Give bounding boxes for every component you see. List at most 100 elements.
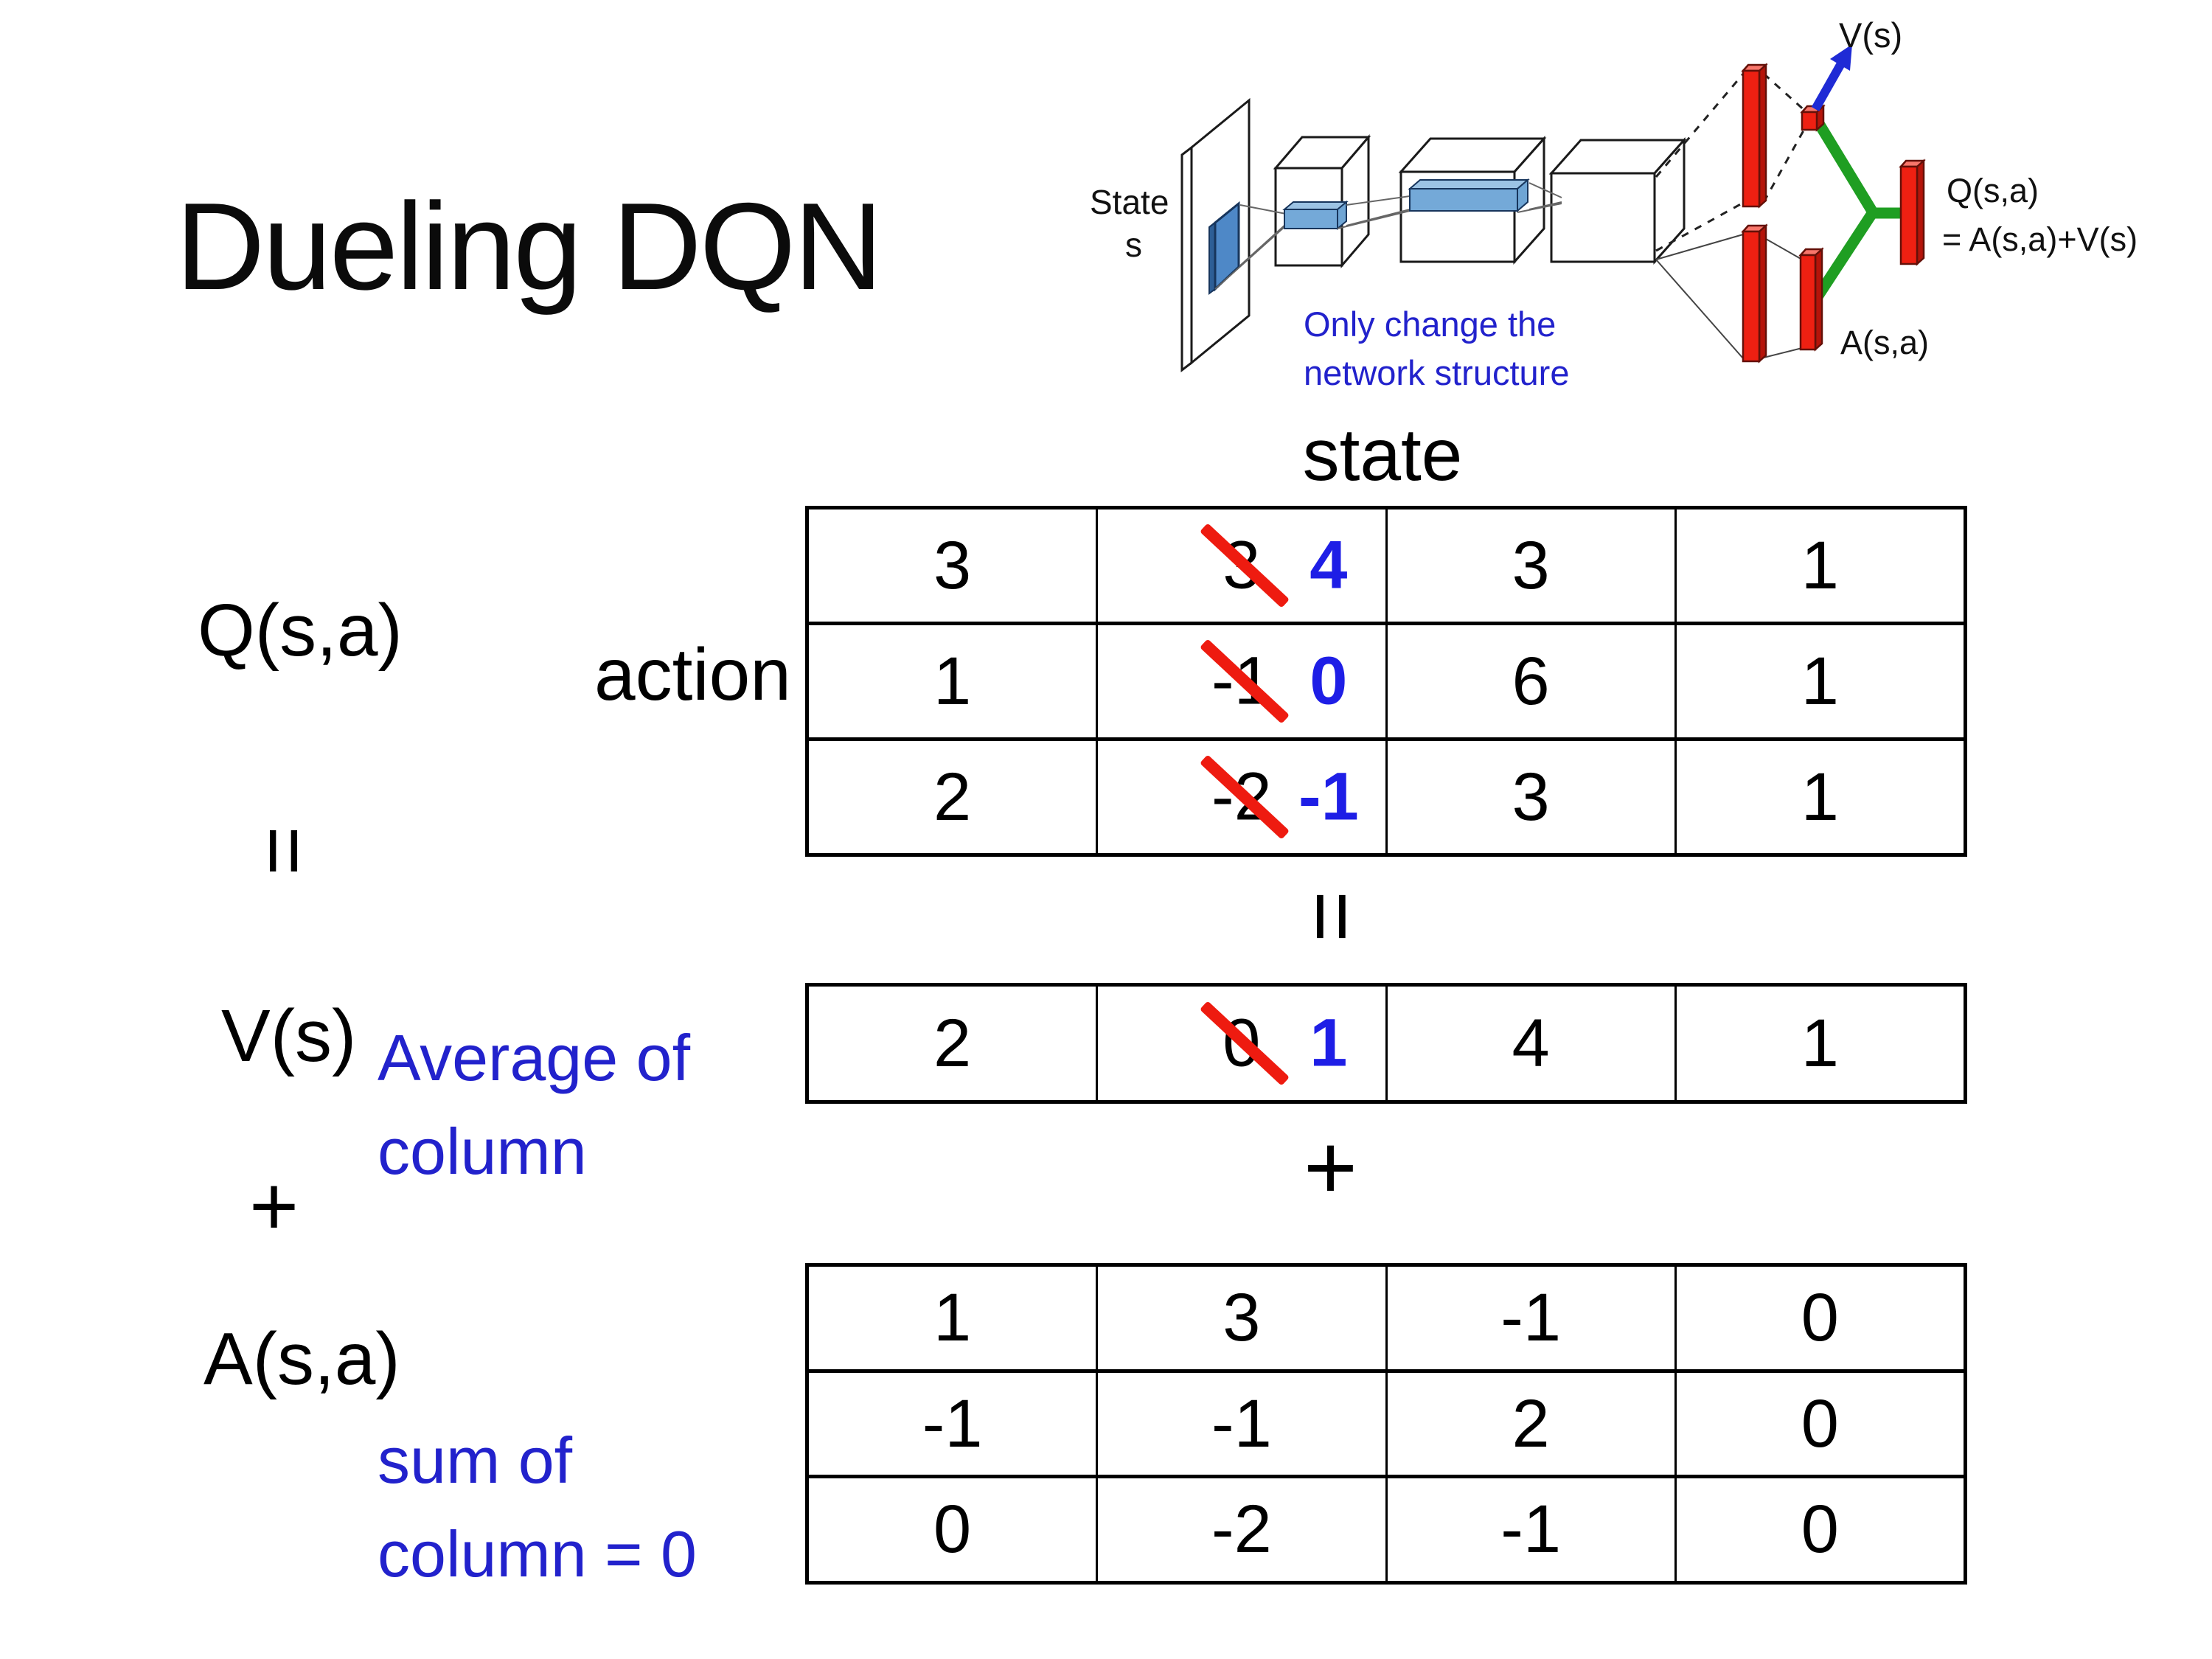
new-value: 0 xyxy=(1310,643,1348,719)
v-row-table: 2 0 1 4 1 xyxy=(805,983,1967,1104)
equals-symbol-left: = xyxy=(237,802,332,900)
average-note-line2: column xyxy=(378,1114,587,1188)
a-table-row: 1 3 -1 0 xyxy=(809,1267,1964,1369)
dashed-link xyxy=(1655,201,1745,252)
a-table-cell: 1 xyxy=(933,1279,972,1355)
diagram-q-output-label-line1: Q(s,a) xyxy=(1947,172,2039,209)
conv-line xyxy=(1337,210,1411,229)
v-arrow-head xyxy=(1830,44,1852,71)
q-table-cell-updated: -2 -1 xyxy=(1096,741,1385,853)
new-value: -1 xyxy=(1298,759,1359,835)
conv-filter2 xyxy=(1409,188,1518,212)
q-matrix-label: Q(s,a) xyxy=(198,589,403,672)
q-table-cell: 6 xyxy=(1385,625,1674,737)
conv-filter1-top xyxy=(1282,201,1349,210)
solid-link xyxy=(1655,234,1744,260)
v-row-cell: 1 xyxy=(1674,987,1964,1100)
conv-line xyxy=(1214,225,1287,290)
fc-bar-value-stream xyxy=(1741,63,1768,209)
dashed-link xyxy=(1762,125,1808,203)
a-table-cell: -1 xyxy=(1096,1372,1385,1475)
network-diagram: State s Only change the network structur… xyxy=(1090,15,2138,392)
equals-glyph: = xyxy=(237,826,332,876)
q-table-cell-updated: -1 0 xyxy=(1096,625,1385,737)
q-table-cell: 1 xyxy=(1674,509,1964,622)
a-table-cell: -1 xyxy=(1385,1478,1674,1582)
q-table: 3 3 4 3 1 1 -1 0 6 1 2 -2 -1 3 1 xyxy=(805,506,1967,857)
a-vector-node xyxy=(1798,247,1824,352)
fc-bar-advantage-stream xyxy=(1741,223,1768,364)
plus-symbol-left: + xyxy=(249,1159,299,1253)
green-merge-lower xyxy=(1812,209,1878,302)
q-table-row: 1 -1 0 6 1 xyxy=(809,622,1964,737)
conv-filter2-top xyxy=(1408,179,1530,189)
a-table-row: -1 -1 2 0 xyxy=(809,1368,1964,1475)
a-matrix-label: A(s,a) xyxy=(204,1318,400,1400)
a-table-cell: -2 xyxy=(1096,1478,1385,1582)
diagram-a-output-label: A(s,a) xyxy=(1840,324,1929,361)
a-table-cell: -1 xyxy=(1385,1267,1674,1369)
v-row: 2 0 1 4 1 xyxy=(809,987,1964,1100)
q-table-cell: 3 xyxy=(1385,741,1674,853)
a-table-cell: 2 xyxy=(1385,1372,1674,1475)
sum-note-line1: sum of xyxy=(378,1424,573,1497)
a-table-row: 0 -2 -1 0 xyxy=(809,1475,1964,1582)
action-axis-label: action xyxy=(594,633,791,716)
a-table-cell: 0 xyxy=(1674,1267,1964,1369)
q-table-cell: 1 xyxy=(933,643,972,719)
a-table-cell: -1 xyxy=(922,1385,983,1461)
average-note-line1: Average of xyxy=(378,1021,691,1094)
q-table-cell-updated: 3 4 xyxy=(1096,509,1385,622)
new-value: 1 xyxy=(1310,1005,1348,1081)
conv-box3-front xyxy=(1550,172,1656,263)
solid-link xyxy=(1655,259,1744,359)
state-axis-label: state xyxy=(1302,414,1463,496)
v-arrow-shaft xyxy=(1811,63,1845,111)
q-table-row: 2 -2 -1 3 1 xyxy=(809,737,1964,853)
diagram-state-label: State xyxy=(1090,183,1169,221)
diagram-note-line1: Only change the xyxy=(1304,305,1556,344)
q-table-cell: 3 xyxy=(933,527,972,603)
conv-line xyxy=(1239,223,1287,266)
dashed-link xyxy=(1762,72,1808,114)
conv-line xyxy=(1346,195,1411,206)
equals-symbol-mid: = xyxy=(1283,866,1382,967)
q-table-cell: 1 xyxy=(1674,741,1964,853)
diagram-q-output-label-line2: = A(s,a)+V(s) xyxy=(1942,220,2138,258)
solid-link xyxy=(1760,347,1803,359)
conv-line xyxy=(1528,182,1562,198)
q-table-cell: 3 xyxy=(1385,509,1674,622)
state-plane-side xyxy=(1180,145,1193,373)
diagram-note-line2: network structure xyxy=(1304,353,1569,392)
conv-line xyxy=(1517,203,1562,213)
a-table-cell: 3 xyxy=(1096,1267,1385,1369)
diagram-v-output-label: V(s) xyxy=(1839,15,1902,55)
plus-symbol-mid: + xyxy=(1304,1116,1357,1219)
q-output-bar xyxy=(1899,159,1926,266)
q-table-cell: 1 xyxy=(1674,625,1964,737)
v-row-cell: 2 xyxy=(933,1005,972,1081)
a-table-cell: 0 xyxy=(1674,1372,1964,1475)
a-table-cell: 0 xyxy=(1674,1478,1964,1582)
average-of-column-note: Average of column xyxy=(378,1012,690,1198)
conv-line xyxy=(1239,204,1287,215)
v-row-cell-updated: 0 1 xyxy=(1096,987,1385,1100)
equals-glyph: = xyxy=(1283,890,1382,943)
sum-note-line2: column = 0 xyxy=(378,1517,697,1590)
dashed-link xyxy=(1655,72,1746,178)
conv-line xyxy=(1346,209,1411,226)
new-value: 4 xyxy=(1310,527,1348,603)
green-merge-upper xyxy=(1813,119,1878,215)
page-title: Dueling DQN xyxy=(175,177,883,316)
v-matrix-label: V(s) xyxy=(221,995,357,1077)
diagram-state-sub: s xyxy=(1125,226,1142,264)
conv-filter1 xyxy=(1284,209,1338,229)
v-row-cell: 4 xyxy=(1385,987,1674,1100)
solid-link xyxy=(1760,235,1803,260)
a-table-cell: 0 xyxy=(933,1492,972,1568)
v-scalar-node xyxy=(1800,104,1826,132)
sum-of-column-note: sum of column = 0 xyxy=(378,1414,697,1601)
q-table-cell: 2 xyxy=(933,759,972,835)
q-table-row: 3 3 4 3 1 xyxy=(809,509,1964,622)
a-table: 1 3 -1 0 -1 -1 2 0 0 -2 -1 0 xyxy=(805,1263,1967,1585)
